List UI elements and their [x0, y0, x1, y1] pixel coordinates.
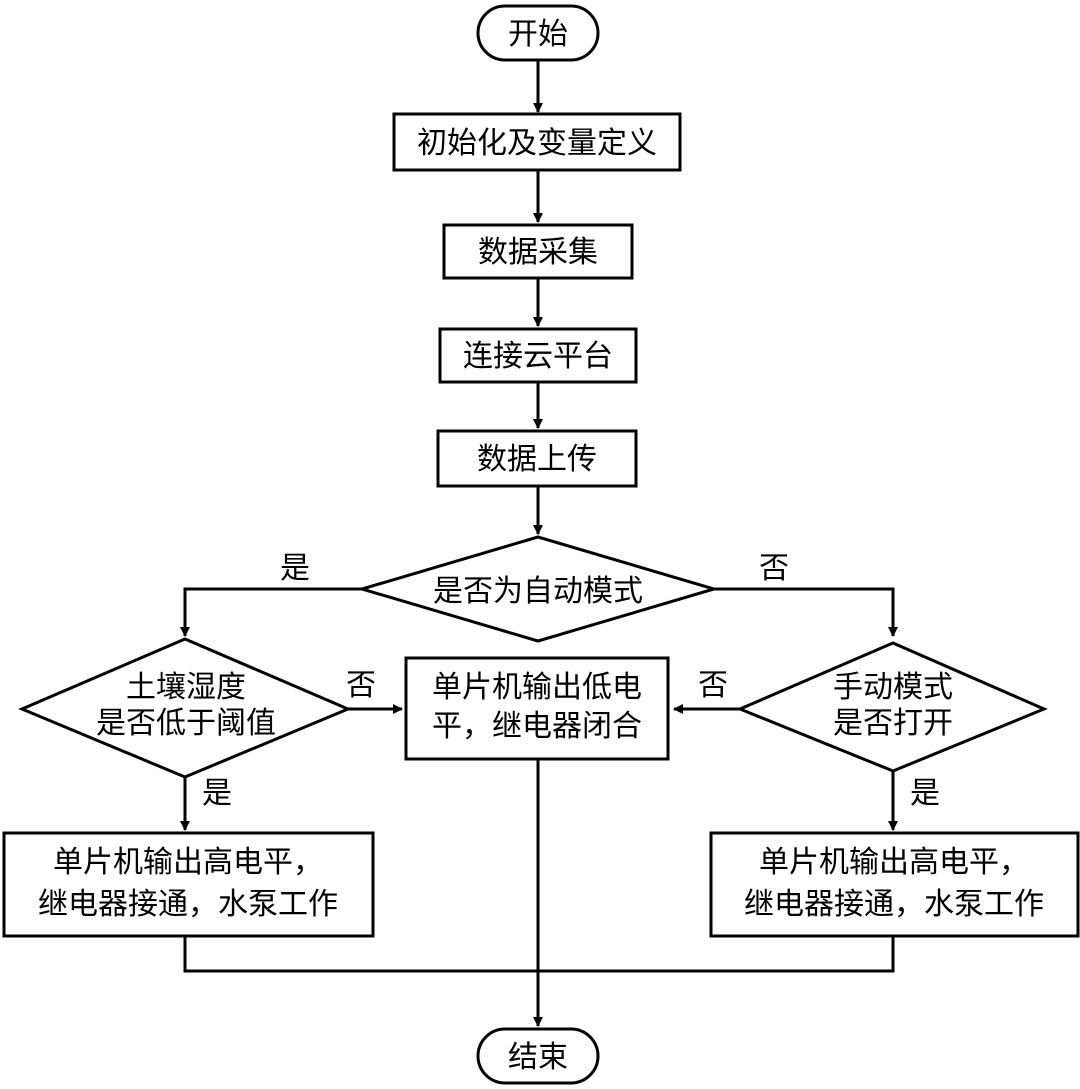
node-high-right-line2: 继电器接通，水泵工作: [744, 887, 1044, 922]
label-auto-no: 否: [759, 551, 789, 586]
node-high-right-line1: 单片机输出高电平，: [759, 845, 1029, 880]
node-high-right: 单片机输出高电平， 继电器接通，水泵工作: [709, 831, 1080, 938]
label-manual-no: 否: [698, 668, 728, 703]
node-soil-line2: 是否低于阈值: [96, 706, 276, 741]
label-soil-yes: 是: [202, 776, 232, 811]
edge-auto-no: [714, 587, 898, 637]
node-soil-line1: 土壤湿度: [126, 670, 246, 705]
node-collect: 数据采集: [442, 223, 634, 280]
node-init: 初始化及变量定义: [392, 112, 682, 172]
edge-auto-yes: [180, 587, 362, 637]
node-soil: 土壤湿度 是否低于阈值: [18, 637, 352, 779]
node-low-output-line2: 平，继电器闭合: [432, 709, 642, 744]
node-manual-line1: 手动模式: [833, 670, 953, 705]
node-upload-label: 数据上传: [477, 442, 597, 477]
node-auto-mode-label: 是否为自动模式: [433, 574, 643, 609]
node-end: 结束: [476, 1027, 600, 1085]
node-high-left-line2: 继电器接通，水泵工作: [38, 887, 338, 922]
node-manual: 手动模式 是否打开: [736, 641, 1048, 773]
node-end-label: 结束: [508, 1040, 568, 1075]
node-start: 开始: [476, 4, 600, 62]
node-connect-label: 连接云平台: [463, 339, 613, 374]
label-manual-yes: 是: [910, 776, 940, 811]
node-collect-label: 数据采集: [478, 235, 598, 270]
node-upload: 数据上传: [436, 429, 638, 488]
node-auto-mode: 是否为自动模式: [356, 535, 720, 643]
node-connect: 连接云平台: [438, 327, 638, 384]
label-soil-no: 否: [346, 668, 376, 703]
label-auto-yes: 是: [280, 551, 310, 586]
node-manual-line2: 是否打开: [833, 706, 953, 741]
node-init-label: 初始化及变量定义: [417, 126, 657, 161]
edge-left-merge: [183, 936, 538, 973]
node-low-output-line1: 单片机输出低电: [432, 670, 642, 705]
node-high-left-line1: 单片机输出高电平，: [53, 845, 323, 880]
node-start-label: 开始: [508, 17, 568, 52]
node-low-output: 单片机输出低电 平，继电器闭合: [404, 656, 670, 761]
edge-right-merge: [538, 936, 895, 973]
node-high-left: 单片机输出高电平， 继电器接通，水泵工作: [2, 831, 375, 938]
